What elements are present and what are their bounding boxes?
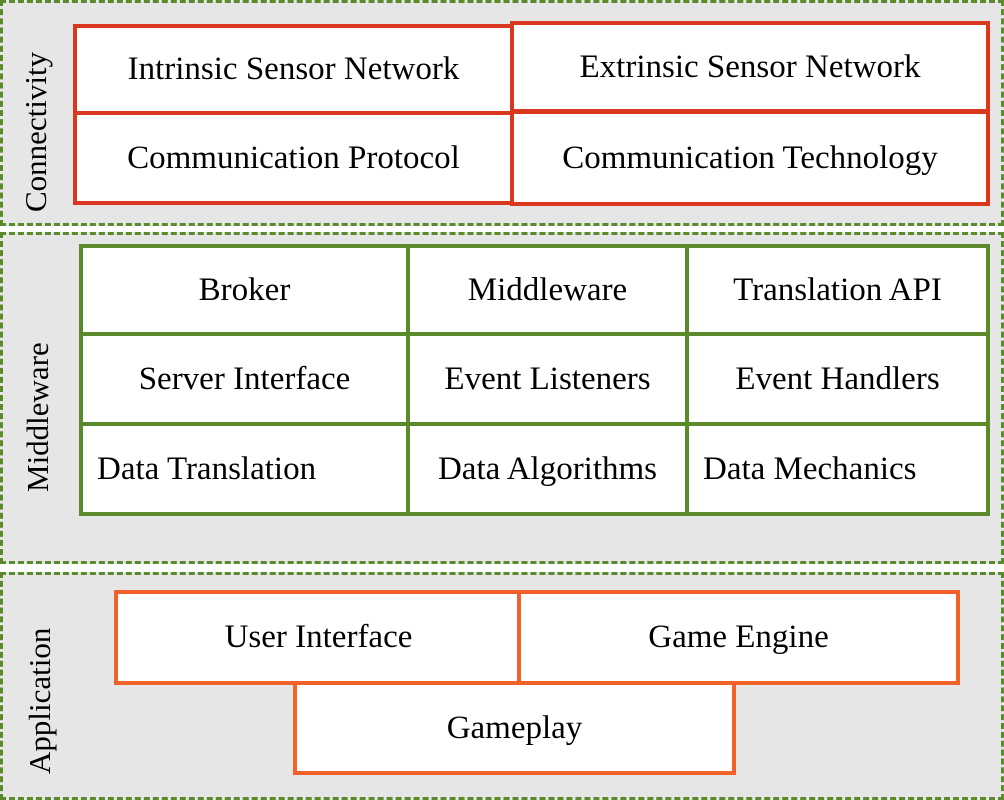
game-engine-box: Game Engine <box>517 590 960 685</box>
data-translation-box: Data Translation <box>79 422 410 516</box>
server-interface-box: Server Interface <box>79 332 410 426</box>
user-interface-box: User Interface <box>114 590 523 685</box>
connectivity-layer-label: Connectivity <box>18 51 53 212</box>
middleware-layer-label: Middleware <box>20 342 55 492</box>
event-listeners-box: Event Listeners <box>406 332 689 426</box>
event-handlers-box: Event Handlers <box>685 332 990 426</box>
middleware-box: Middleware <box>406 244 689 336</box>
data-mechanics-box: Data Mechanics <box>685 422 990 516</box>
communication-technology-box: Communication Technology <box>510 110 990 206</box>
application-layer-label: Application <box>22 627 57 774</box>
extrinsic-sensor-network-box: Extrinsic Sensor Network <box>510 21 990 113</box>
data-algorithms-box: Data Algorithms <box>406 422 689 516</box>
intrinsic-sensor-network-box: Intrinsic Sensor Network <box>73 24 514 115</box>
communication-protocol-box: Communication Protocol <box>73 111 514 205</box>
gameplay-box: Gameplay <box>293 681 736 775</box>
translation-api-box: Translation API <box>685 244 990 336</box>
broker-box: Broker <box>79 244 410 336</box>
